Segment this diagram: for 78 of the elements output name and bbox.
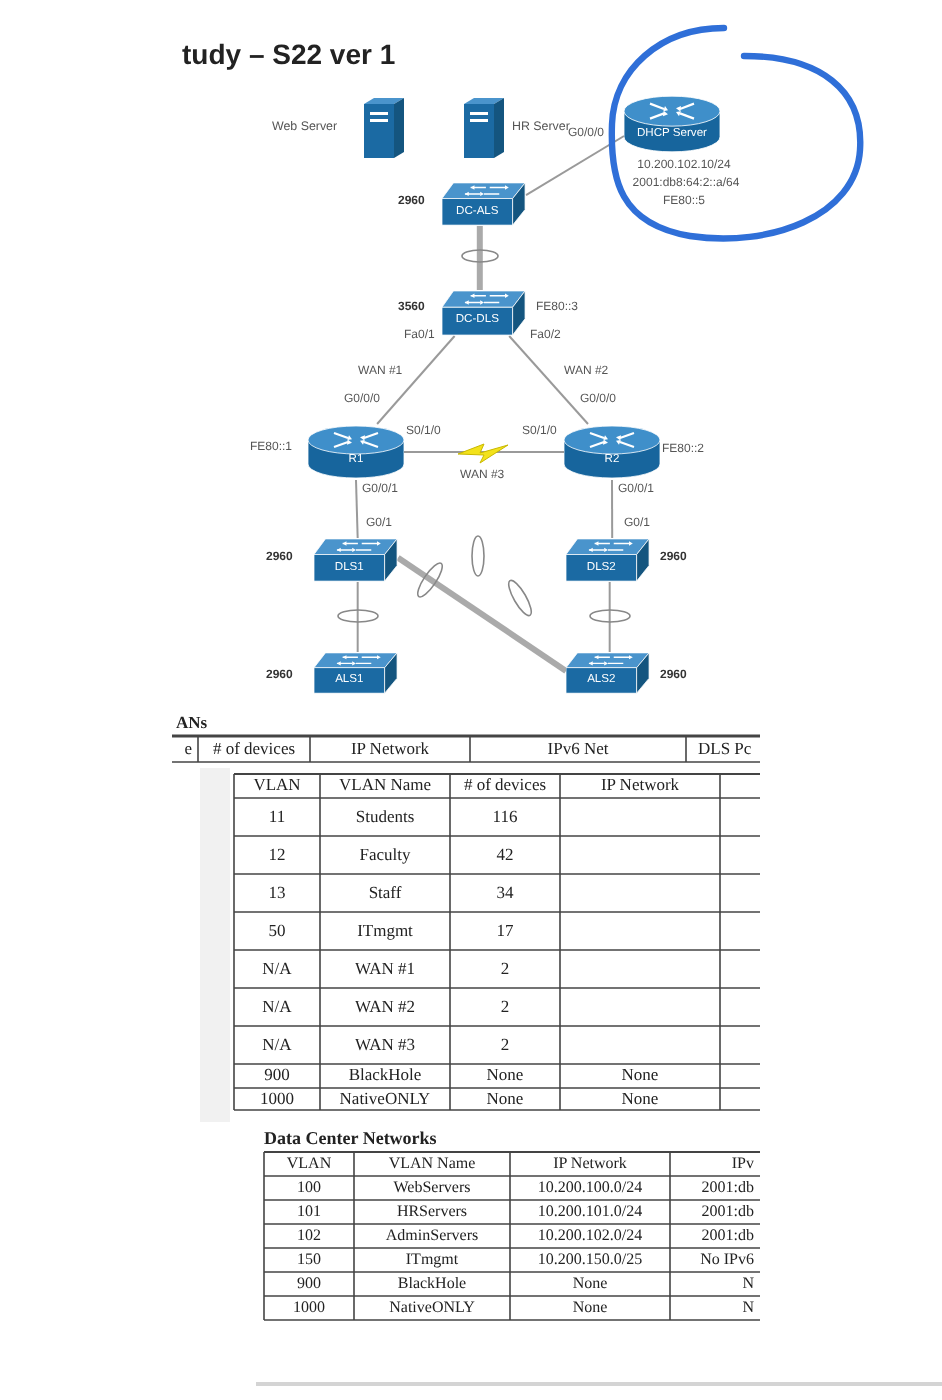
device-count: 2	[500, 1035, 510, 1055]
section-heading: ANs	[176, 714, 208, 733]
vlan-name: Students	[355, 807, 415, 827]
ip-network: None	[572, 1275, 608, 1293]
vlan-name: HRServers	[396, 1203, 468, 1221]
ip-network: None	[572, 1299, 608, 1317]
vlan-name: WAN #3	[355, 1035, 415, 1055]
connection-line	[356, 581, 359, 653]
column-header: e	[184, 739, 192, 759]
vlan-number: 12	[268, 845, 286, 865]
table-caption: Data Center Networks	[264, 1130, 437, 1150]
connection-line	[508, 335, 589, 425]
vlan-name: WAN #2	[355, 997, 415, 1017]
column-header: # of devices	[463, 776, 547, 796]
device-count: None	[486, 1066, 524, 1086]
ip-network: 10.200.100.0/24	[537, 1179, 643, 1197]
device-count: 17	[496, 921, 514, 941]
column-header: VLAN	[286, 1155, 332, 1173]
vlan-name: NativeONLY	[389, 1299, 475, 1317]
vlan-name: BlackHole	[397, 1275, 467, 1293]
vlan-name: AdminServers	[385, 1227, 479, 1245]
column-header: # of devices	[212, 739, 296, 759]
connection-line	[355, 479, 359, 539]
ip-network: 10.200.101.0/24	[537, 1203, 643, 1221]
ipv6-network: N	[742, 1299, 754, 1317]
column-header: DLS Pc	[698, 739, 752, 759]
connection-line	[376, 335, 456, 425]
column-header: VLAN	[253, 776, 301, 796]
vlan-name: NativeONLY	[339, 1089, 431, 1109]
connection-line	[525, 135, 625, 197]
column-header: VLAN Name	[338, 776, 432, 796]
column-header: IPv6 Net	[547, 739, 609, 759]
ipv6-network: N	[742, 1275, 754, 1293]
device-count: 2	[500, 959, 510, 979]
vlan-number: 50	[268, 921, 286, 941]
vlan-number: N/A	[262, 959, 292, 979]
ip-network: 10.200.102.0/24	[537, 1227, 643, 1245]
ipv6-network: 2001:db	[701, 1227, 754, 1245]
vlan-number: 1000	[293, 1299, 325, 1317]
vlan-number: N/A	[262, 1035, 292, 1055]
vlan-name: Staff	[368, 883, 402, 903]
ip-network: 10.200.150.0/25	[537, 1251, 643, 1269]
connection-line	[611, 479, 614, 539]
vlan-name: ITmgmt	[357, 921, 413, 941]
ip-network: None	[621, 1066, 659, 1086]
vlan-number: 1000	[260, 1089, 294, 1109]
vlan-name: Faculty	[359, 845, 411, 865]
vlan-name: WAN #1	[355, 959, 415, 979]
vlan-number: 13	[268, 883, 286, 903]
vlan-number: N/A	[262, 997, 292, 1017]
column-header: VLAN Name	[388, 1155, 476, 1173]
vlan-number: 102	[297, 1227, 321, 1245]
vlan-name: WebServers	[393, 1179, 471, 1197]
column-header: IPv	[731, 1155, 754, 1173]
device-count: 116	[492, 807, 518, 827]
device-count: 2	[500, 997, 510, 1017]
device-count: 42	[496, 845, 514, 865]
ipv6-network: 2001:db	[701, 1179, 754, 1197]
connection-line	[476, 226, 483, 290]
vlan-number: 101	[297, 1203, 321, 1221]
column-header: IP Network	[350, 739, 430, 759]
column-header: IP Network	[553, 1155, 627, 1173]
vlan-number: 900	[264, 1066, 290, 1086]
device-count: None	[486, 1089, 524, 1109]
vlan-name: BlackHole	[348, 1066, 422, 1086]
connection-line	[608, 581, 611, 653]
vlan-name: ITmgmt	[405, 1251, 459, 1269]
ip-network: None	[621, 1089, 659, 1109]
vlan-number: 900	[297, 1275, 321, 1293]
vlan-number: 100	[297, 1179, 321, 1197]
column-header: IP Network	[600, 776, 680, 796]
vlan-number: 150	[297, 1251, 321, 1269]
ipv6-network: No IPv6	[700, 1251, 754, 1269]
vlan-number: 11	[268, 807, 286, 827]
ipv6-network: 2001:db	[701, 1203, 754, 1221]
device-count: 34	[496, 883, 514, 903]
page-title: tudy – S22 ver 1	[182, 38, 396, 72]
connection-line	[396, 555, 568, 674]
